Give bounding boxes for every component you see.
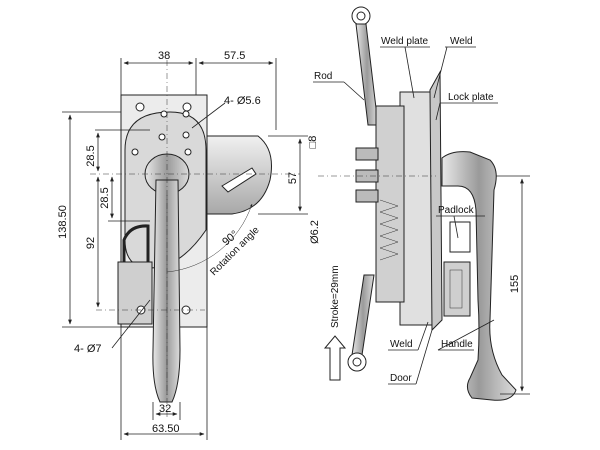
- label-door: Door: [390, 373, 412, 384]
- rod: [355, 23, 379, 126]
- label-padlock: Padlock: [438, 205, 475, 216]
- label-handle: Handle: [441, 339, 473, 350]
- padlock-loop: [449, 221, 471, 253]
- label-weld-bottom: Weld: [390, 339, 413, 350]
- handle-side: [441, 151, 517, 401]
- dim-side-height: 155: [509, 275, 521, 293]
- label-weld-plate: Weld plate: [381, 36, 429, 47]
- dim-shaft-dia: Ø6.2: [309, 220, 321, 244]
- label-rod: Rod: [314, 71, 332, 82]
- side-dimensions: [313, 46, 530, 395]
- dim-handle-offset: 57: [287, 172, 299, 184]
- dim-top-left-width: 38: [158, 50, 170, 62]
- front-view: [90, 60, 300, 420]
- label-stroke: Stroke=29mm: [330, 265, 341, 328]
- rod-bottom: [351, 274, 375, 356]
- dim-base-width: 63.50: [152, 423, 180, 435]
- side-view: [318, 6, 517, 401]
- stroke-arrow: [323, 335, 347, 381]
- dim-lower-height: 92: [85, 237, 97, 249]
- dim-upper-offset: 28.5: [85, 145, 97, 166]
- shaft-bolts: [318, 147, 436, 203]
- dim-handle-width: 32: [159, 403, 171, 415]
- padlock-shackle: [122, 224, 150, 262]
- dim-overall-height: 138.50: [57, 205, 69, 239]
- label-weld-top: Weld: [450, 36, 473, 47]
- side-latch: [206, 135, 272, 215]
- mechanism-block: [375, 105, 405, 303]
- mount-holes: [131, 102, 192, 315]
- dim-top-right-width: 57.5: [224, 50, 245, 62]
- padlock-side: [443, 261, 471, 317]
- rotation-arc: [166, 203, 253, 273]
- spring: [379, 199, 399, 261]
- lock-plate-side: [429, 70, 443, 332]
- dim-holes-bottom: 4- Ø7: [74, 343, 102, 355]
- front-dimensions: [62, 58, 308, 440]
- label-lock-plate: Lock plate: [448, 92, 494, 103]
- dim-square: □8: [307, 136, 319, 149]
- dim-inner-offset: 28.5: [99, 187, 111, 208]
- padlock-block: [117, 261, 153, 325]
- dim-holes-top: 4- Ø5.6: [224, 95, 261, 107]
- handle-lever: [152, 179, 181, 403]
